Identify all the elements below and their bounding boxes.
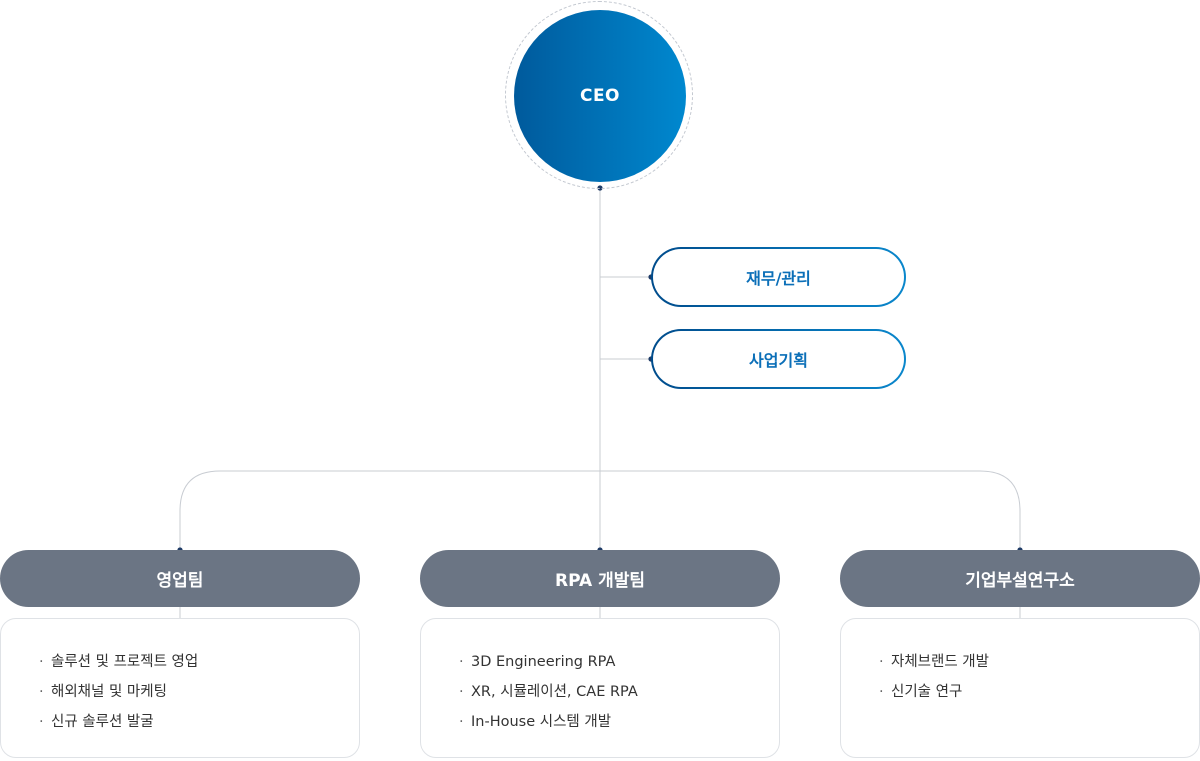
- ceo-outer-ring: [505, 1, 693, 189]
- team-duties-research-lab: ·자체브랜드 개발 ·신기술 연구: [840, 618, 1200, 758]
- team-label-rpa-dev: RPA 개발팀: [555, 571, 645, 591]
- team-duties-rpa-dev: ·3D Engineering RPA ·XR, 시뮬레이션, CAE RPA …: [420, 618, 780, 758]
- team-bus: [179, 470, 1021, 550]
- list-item: ·3D Engineering RPA: [459, 654, 616, 670]
- team-node-sales: 영업팀: [0, 550, 360, 607]
- staff-label-planning: 사업기획: [749, 351, 808, 370]
- ceo-node: CEO: [514, 10, 686, 182]
- team-label-sales: 영업팀: [156, 571, 204, 591]
- node-dot-staff-2: [648, 356, 654, 362]
- staff-node-planning: 사업기획: [651, 329, 906, 389]
- list-item: ·신규 솔루션 발굴: [39, 714, 154, 730]
- node-dot-staff-1: [648, 274, 654, 280]
- ceo-label: CEO: [579, 86, 621, 106]
- list-item: ·In-House 시스템 개발: [459, 714, 612, 730]
- duty-list-research-lab: ·자체브랜드 개발 ·신기술 연구: [879, 647, 1199, 707]
- list-item: ·솔루션 및 프로젝트 영업: [39, 654, 199, 670]
- team-duties-sales: ·솔루션 및 프로젝트 영업 ·해외채널 및 마케팅 ·신규 솔루션 발굴: [0, 618, 360, 758]
- staff-node-finance: 재무/관리: [651, 247, 906, 307]
- staff-label-finance: 재무/관리: [746, 269, 811, 288]
- team-node-research-lab: 기업부설연구소: [840, 550, 1200, 607]
- duty-list-sales: ·솔루션 및 프로젝트 영업 ·해외채널 및 마케팅 ·신규 솔루션 발굴: [39, 647, 359, 737]
- team-label-research-lab: 기업부설연구소: [965, 571, 1075, 591]
- list-item: ·신기술 연구: [879, 684, 963, 700]
- duty-list-rpa-dev: ·3D Engineering RPA ·XR, 시뮬레이션, CAE RPA …: [459, 647, 779, 737]
- list-item: ·XR, 시뮬레이션, CAE RPA: [459, 684, 638, 700]
- list-item: ·해외채널 및 마케팅: [39, 684, 167, 700]
- list-item: ·자체브랜드 개발: [879, 654, 989, 670]
- team-node-rpa-dev: RPA 개발팀: [420, 550, 780, 607]
